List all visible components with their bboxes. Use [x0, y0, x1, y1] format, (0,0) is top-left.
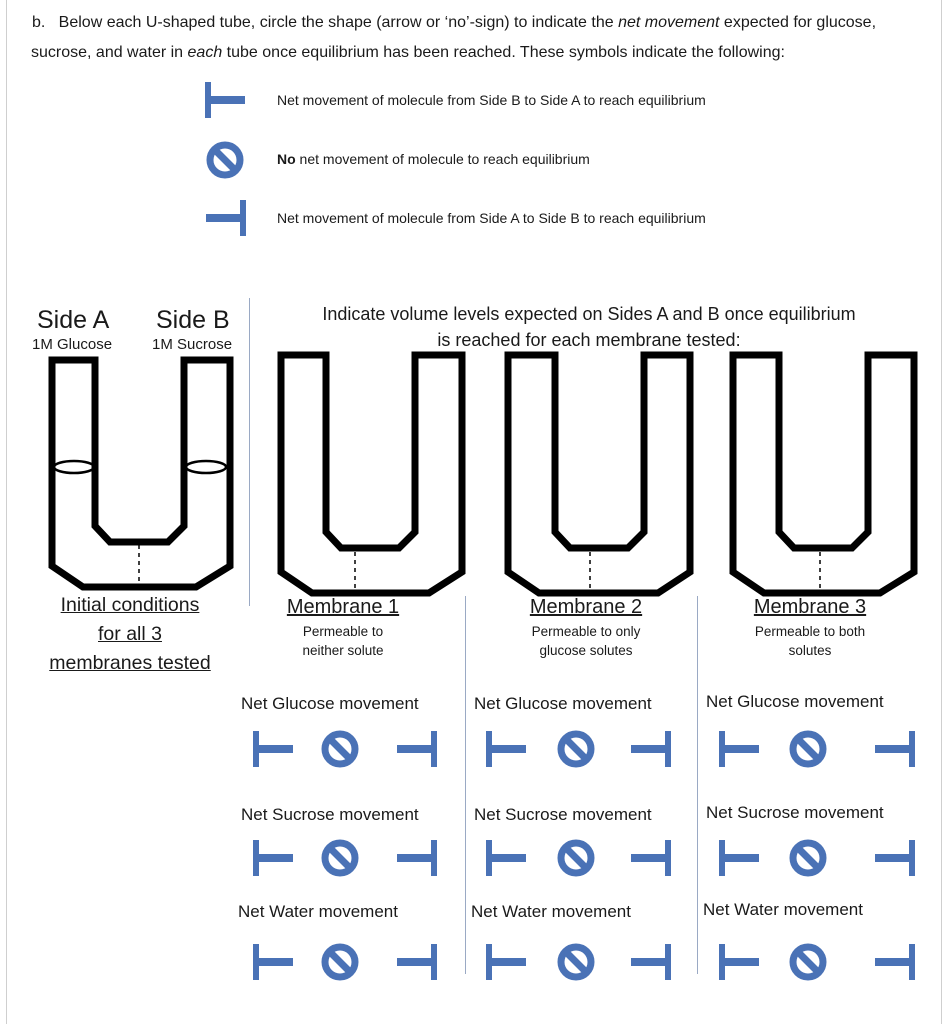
membrane-desc: Permeable to neither solute: [262, 622, 424, 660]
water-label-m1: Net Water movement: [238, 902, 398, 921]
desc-line: neither solute: [302, 643, 384, 658]
arrow-right-icon[interactable]: [875, 840, 915, 876]
arrow-right-icon[interactable]: [875, 944, 915, 980]
u-tube-membrane-1: [277, 351, 466, 597]
arrow-right-icon[interactable]: [397, 731, 437, 767]
caption-line: for all 3: [98, 623, 162, 645]
choices-membrane-3[interactable]: [719, 731, 915, 980]
no-sign-icon[interactable]: [561, 734, 591, 764]
glucose-label-m3: Net Glucose movement: [706, 692, 884, 711]
prompt-text: expected for glucose,: [719, 14, 877, 31]
arrow-left-icon[interactable]: [253, 944, 293, 980]
desc-line: glucose solutes: [539, 643, 633, 658]
caption-line: Initial conditions: [60, 594, 200, 616]
arrow-left-icon[interactable]: [253, 840, 293, 876]
arrow-left-icon[interactable]: [719, 944, 759, 980]
caption-line: membranes tested: [49, 652, 211, 674]
divider: [697, 596, 698, 974]
sucrose-label-m3: Net Sucrose movement: [706, 803, 884, 822]
legend-right-text: Net movement of molecule from Side A to …: [277, 210, 706, 226]
no-sign-icon[interactable]: [561, 947, 591, 977]
side-b-label: Side B: [156, 306, 230, 334]
prompt-text: b. Below each U-shaped tube, circle the …: [32, 14, 619, 31]
arrow-left-icon[interactable]: [719, 731, 759, 767]
u-tube-membrane-3: [729, 351, 918, 597]
u-tube-membrane-2: [504, 351, 694, 597]
choices-membrane-2[interactable]: [486, 731, 671, 980]
membrane-desc: Permeable to both solutes: [728, 622, 892, 660]
water-level-side-a: [52, 459, 96, 475]
no-sign-icon[interactable]: [793, 734, 823, 764]
arrow-left-icon[interactable]: [719, 840, 759, 876]
membrane-title: Membrane 2: [529, 596, 643, 618]
question-prompt: b. Below each U-shaped tube, circle the …: [31, 8, 922, 68]
arrow-right-icon[interactable]: [875, 731, 915, 767]
membrane-title: Membrane 1: [286, 596, 400, 618]
legend-none-rest: net movement of molecule to reach equili…: [295, 151, 590, 167]
initial-u-tube: [48, 356, 234, 591]
membrane-3-header: Membrane 3 Permeable to both solutes: [728, 596, 892, 660]
prompt-emphasis: each: [187, 44, 223, 61]
arrow-left-icon[interactable]: [486, 944, 526, 980]
legend-left-text: Net movement of molecule from Side B to …: [277, 92, 706, 108]
no-sign-icon[interactable]: [325, 734, 355, 764]
initial-conditions-caption: Initial conditions for all 3 membranes t…: [30, 591, 230, 678]
arrow-right-icon[interactable]: [397, 840, 437, 876]
glucose-label-m1: Net Glucose movement: [241, 694, 419, 713]
arrow-left-icon: [205, 82, 245, 118]
legend-none-bold: No: [277, 151, 296, 167]
side-a-solution: 1M Glucose: [32, 336, 113, 353]
arrow-right-icon[interactable]: [397, 944, 437, 980]
desc-line: Permeable to: [302, 624, 384, 639]
side-a-label: Side A: [37, 306, 110, 334]
arrow-left-icon[interactable]: [486, 731, 526, 767]
prompt-text: sucrose, and water in: [31, 44, 188, 61]
no-sign-icon[interactable]: [325, 843, 355, 873]
title-line: Indicate volume levels expected on Sides…: [322, 304, 856, 324]
desc-line: solutes: [788, 643, 832, 658]
prompt-text: tube once equilibrium has been reached. …: [222, 44, 785, 61]
arrow-left-icon[interactable]: [253, 731, 293, 767]
no-sign-icon[interactable]: [325, 947, 355, 977]
no-sign-icon[interactable]: [793, 843, 823, 873]
arrow-right-icon[interactable]: [631, 944, 671, 980]
divider: [249, 298, 250, 606]
sucrose-label-m2: Net Sucrose movement: [474, 805, 652, 824]
volume-instruction-title: Indicate volume levels expected on Sides…: [276, 301, 902, 353]
desc-line: Permeable to both: [754, 624, 866, 639]
page-frame: [6, 0, 942, 1024]
no-sign-icon: [210, 145, 240, 175]
divider: [465, 596, 466, 974]
choices-membrane-1[interactable]: [253, 731, 437, 980]
membrane-desc: Permeable to only glucose solutes: [500, 622, 672, 660]
glucose-label-m2: Net Glucose movement: [474, 694, 652, 713]
title-line: is reached for each membrane tested:: [437, 330, 741, 350]
sucrose-label-m1: Net Sucrose movement: [241, 805, 419, 824]
membrane-1-header: Membrane 1 Permeable to neither solute: [262, 596, 424, 660]
arrow-right-icon[interactable]: [631, 840, 671, 876]
side-b-solution: 1M Sucrose: [152, 336, 233, 353]
legend-none-text: No net movement of molecule to reach equ…: [277, 151, 590, 167]
water-label-m3: Net Water movement: [703, 900, 863, 919]
membrane-2-header: Membrane 2 Permeable to only glucose sol…: [500, 596, 672, 660]
water-level-side-b: [184, 459, 228, 475]
prompt-emphasis: net movement: [618, 14, 720, 31]
no-sign-icon[interactable]: [561, 843, 591, 873]
water-label-m2: Net Water movement: [471, 902, 631, 921]
desc-line: Permeable to only: [531, 624, 641, 639]
no-sign-icon[interactable]: [793, 947, 823, 977]
arrow-right-icon: [206, 200, 246, 236]
membrane-title: Membrane 3: [753, 596, 867, 618]
arrow-left-icon[interactable]: [486, 840, 526, 876]
arrow-right-icon[interactable]: [631, 731, 671, 767]
